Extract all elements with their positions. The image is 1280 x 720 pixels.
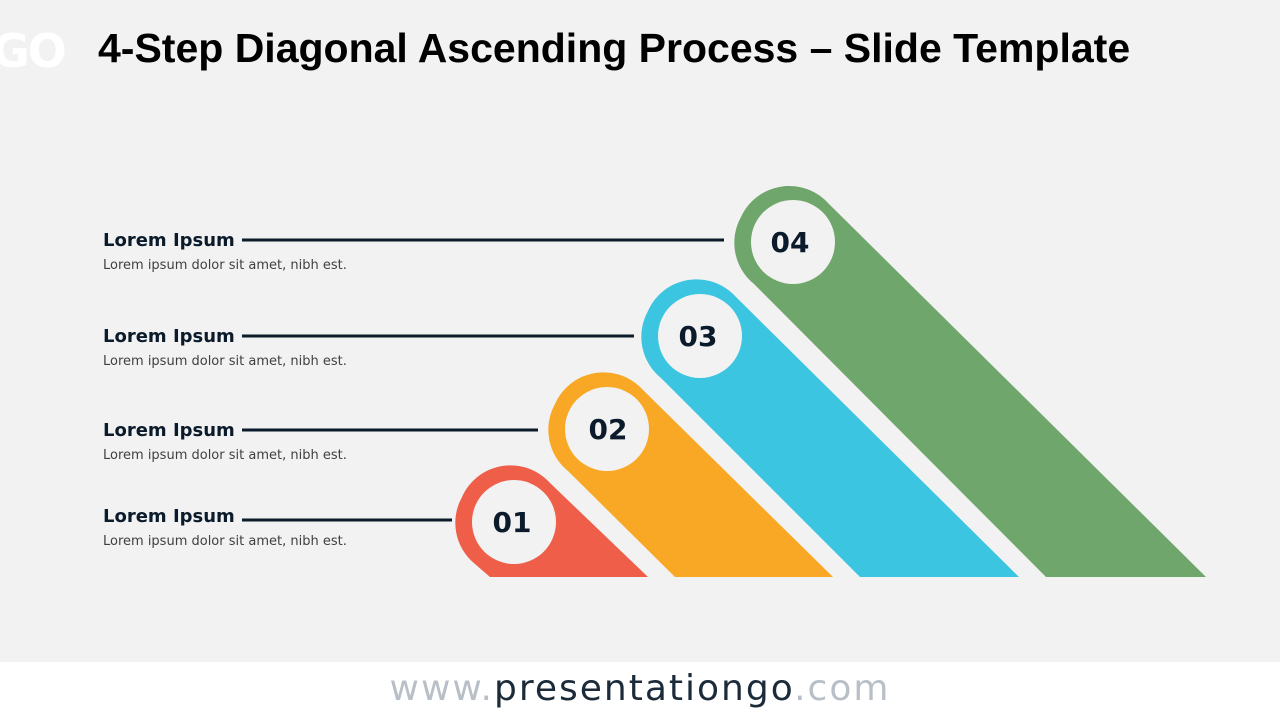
step-1-label: Lorem Ipsum [103,506,235,527]
step-1-group: 01 [242,465,648,577]
step-4-circle [751,200,835,284]
step-4-label: Lorem Ipsum [103,230,235,251]
step-3-group: 03 [242,279,1019,577]
footer-url[interactable]: www.presentationgo.com [0,668,1280,709]
footer-url-main: presentationgo [494,668,795,709]
footer-url-prefix: www. [389,668,494,709]
step-3-number: 03 [679,320,718,353]
page-title: 4-Step Diagonal Ascending Process – Slid… [98,25,1131,71]
logo-mark: GO [0,24,67,78]
step-2-group: 02 [242,372,833,577]
step-2-label: Lorem Ipsum [103,420,235,441]
step-3-description: Lorem ipsum dolor sit amet, nibh est. [103,354,347,369]
step-4-number: 04 [771,226,810,259]
step-4-band [734,186,1206,577]
step-4-description: Lorem ipsum dolor sit amet, nibh est. [103,258,347,273]
step-2-number: 02 [589,413,628,446]
step-4-group: 04 [242,186,1206,577]
step-1-circle [472,480,556,564]
step-3-label: Lorem Ipsum [103,326,235,347]
step-2-description: Lorem ipsum dolor sit amet, nibh est. [103,448,347,463]
footer-url-suffix: .com [794,668,891,709]
footer: www.presentationgo.com [0,662,1280,720]
step-2-circle [565,387,649,471]
step-1-description: Lorem ipsum dolor sit amet, nibh est. [103,534,347,549]
step-1-number: 01 [493,506,532,539]
step-3-circle [658,294,742,378]
